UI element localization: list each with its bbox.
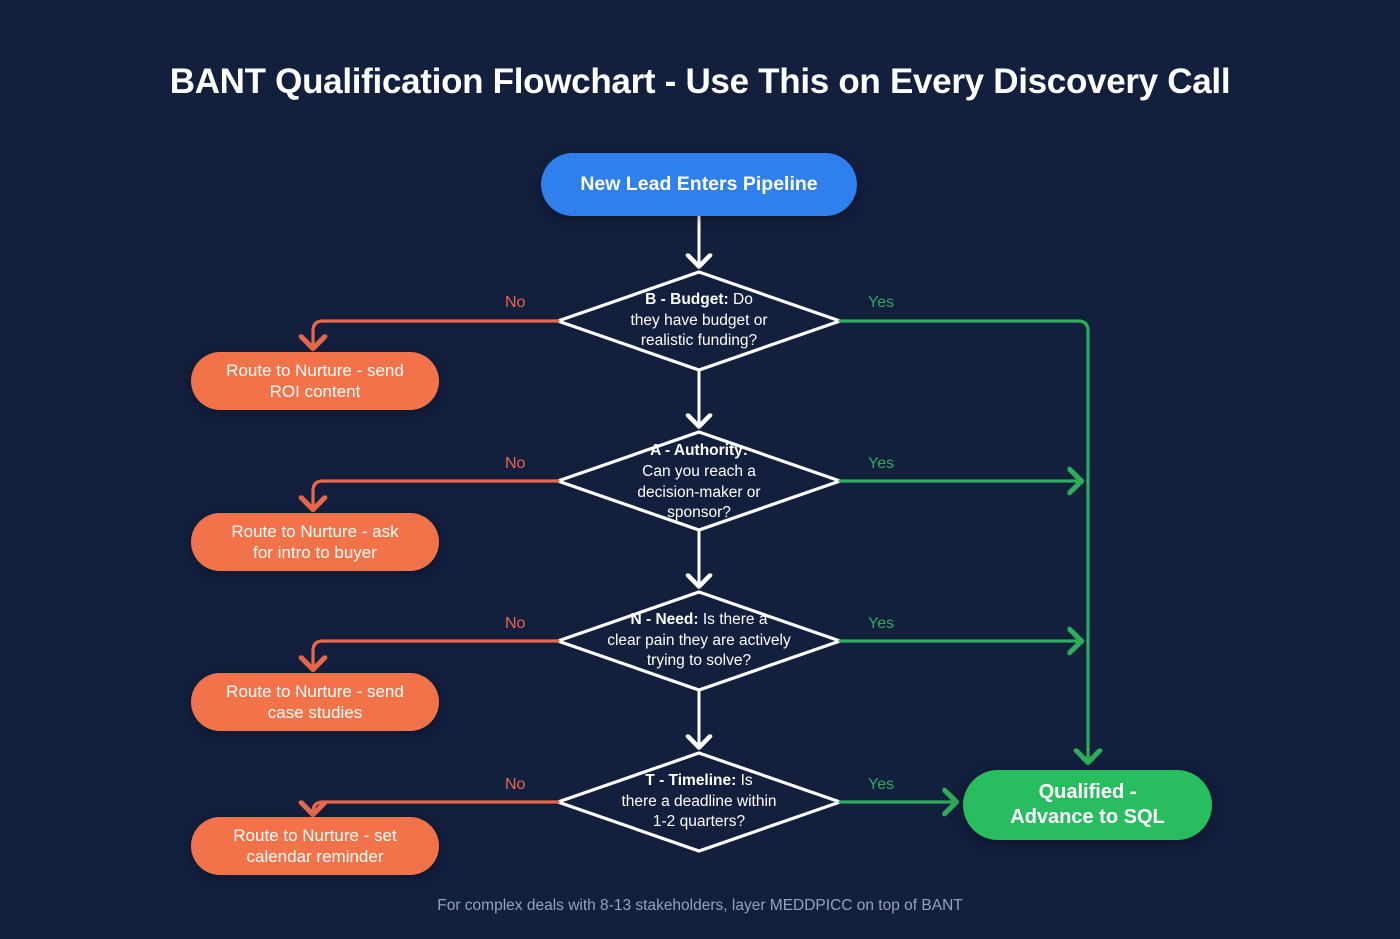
success-line2: Advance to SQL — [1010, 806, 1165, 828]
decision-diamond-timeline — [553, 751, 845, 853]
nurture-intro-line1: Route to Nurture - ask — [231, 521, 399, 541]
edge-label-yes-timeline: Yes — [868, 776, 895, 793]
node-new-lead-label: New Lead Enters Pipeline — [580, 173, 818, 196]
node-new-lead-enters-pipeline[interactable]: New Lead Enters Pipeline — [541, 153, 857, 216]
node-route-to-nurture-case-studies[interactable]: Route to Nurture - send case studies — [191, 673, 439, 731]
success-line1: Qualified - — [1038, 781, 1137, 803]
nurture-calendar-line1: Route to Nurture - set — [233, 825, 397, 845]
edge-label-yes-budget: Yes — [868, 294, 895, 311]
edge-no-timeline — [313, 800, 560, 814]
decision-diamond-budget — [553, 270, 845, 372]
edge-no-authority — [313, 479, 560, 509]
edge-no-need — [313, 639, 560, 669]
nurture-cases-line1: Route to Nurture - send — [226, 681, 404, 701]
edge-label-no-timeline: No — [505, 776, 526, 793]
nurture-calendar-line2: calendar reminder — [246, 847, 384, 866]
edge-label-yes-need: Yes — [868, 615, 895, 632]
footer-caption: For complex deals with 8-13 stakeholders… — [437, 897, 963, 914]
nurture-roi-line2: ROI content — [269, 382, 361, 401]
nurture-cases-line2: case studies — [267, 703, 363, 722]
node-route-to-nurture-roi[interactable]: Route to Nurture - send ROI content — [191, 352, 439, 410]
edge-no-budget — [313, 319, 560, 348]
nurture-roi-line1: Route to Nurture - send — [226, 360, 404, 380]
nurture-intro-line2: for intro to buyer — [253, 543, 377, 562]
decision-diamond-need — [553, 590, 845, 692]
node-route-to-nurture-calendar[interactable]: Route to Nurture - set calendar reminder — [191, 817, 439, 875]
node-qualified-advance-to-sql[interactable]: Qualified - Advance to SQL — [963, 770, 1212, 840]
node-route-to-nurture-intro[interactable]: Route to Nurture - ask for intro to buye… — [191, 513, 439, 571]
edge-label-yes-authority: Yes — [868, 455, 895, 472]
edge-label-no-authority: No — [505, 455, 526, 472]
edge-label-no-budget: No — [505, 294, 526, 311]
edge-label-no-need: No — [505, 615, 526, 632]
edge-yes-budget-trunk — [838, 319, 1088, 762]
page-title: BANT Qualification Flowchart - Use This … — [169, 62, 1231, 101]
decision-diamond-authority — [553, 430, 845, 532]
